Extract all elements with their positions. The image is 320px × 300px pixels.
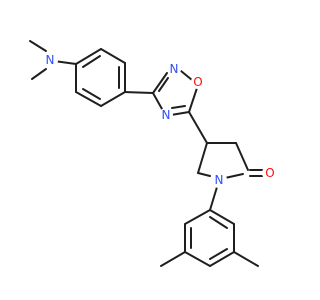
- label-bg: [262, 165, 278, 181]
- ring-bond: [152, 72, 168, 94]
- label-bg: [42, 52, 58, 68]
- bond-methyl-2: [31, 68, 47, 80]
- atom-o-carbonyl: O: [265, 166, 274, 180]
- bond-methyl-1: [29, 40, 47, 52]
- ring-bond: [152, 92, 163, 110]
- ring-double-bond: [158, 77, 169, 92]
- ring-bond: [197, 172, 211, 177]
- structure-drawing: N N O N N O: [29, 40, 278, 267]
- ring-bond: [209, 251, 235, 267]
- ring-double-bond: [82, 55, 101, 68]
- oxadiazole-ring: [152, 70, 198, 116]
- ring-bond: [224, 173, 244, 179]
- atom-o-oxadiazole: O: [193, 75, 202, 89]
- ring-bond: [209, 209, 235, 225]
- ring-bond: [180, 70, 193, 81]
- atom-n-dimethylamino: N: [46, 53, 55, 67]
- ring-bond: [170, 111, 190, 116]
- bond-n-xylyl: [209, 186, 218, 211]
- atom-n-oxadiazole-bottom: N: [162, 108, 171, 122]
- atom-labels: N N O N N O: [42, 52, 278, 188]
- atom-n-pyrrolidinone: N: [215, 173, 224, 187]
- atom-n-oxadiazole-top: N: [170, 62, 179, 76]
- label-bg: [191, 75, 205, 89]
- bond-methyl-4: [233, 251, 259, 267]
- ring-bond: [235, 142, 249, 171]
- label-bg: [211, 172, 227, 188]
- molecule-diagram: N N O N N O: [29, 40, 278, 267]
- ring-double-bond: [171, 105, 186, 109]
- bond-methyl-3: [160, 251, 186, 267]
- label-bg: [167, 62, 181, 76]
- bond-oxadiazole-pyrrolidinone: [188, 111, 208, 144]
- ring-bond: [100, 91, 126, 107]
- ring-bond: [184, 209, 211, 225]
- phenylene-ring: [75, 48, 126, 107]
- ring-bond: [184, 251, 211, 267]
- ring-bond: [188, 87, 198, 113]
- label-bg: [159, 108, 173, 122]
- ring-double-bond: [82, 88, 101, 100]
- dimethylphenyl-ring: [160, 209, 259, 267]
- ring-bond: [75, 48, 102, 65]
- ring-bond: [100, 48, 126, 64]
- ring-bond: [197, 142, 208, 174]
- pyrrolidinone-ring: [197, 142, 264, 179]
- ring-double-bond: [209, 216, 228, 229]
- ring-double-bond: [209, 248, 228, 260]
- bond-aryl-oxadiazole: [124, 91, 154, 94]
- ring-bond: [75, 91, 102, 107]
